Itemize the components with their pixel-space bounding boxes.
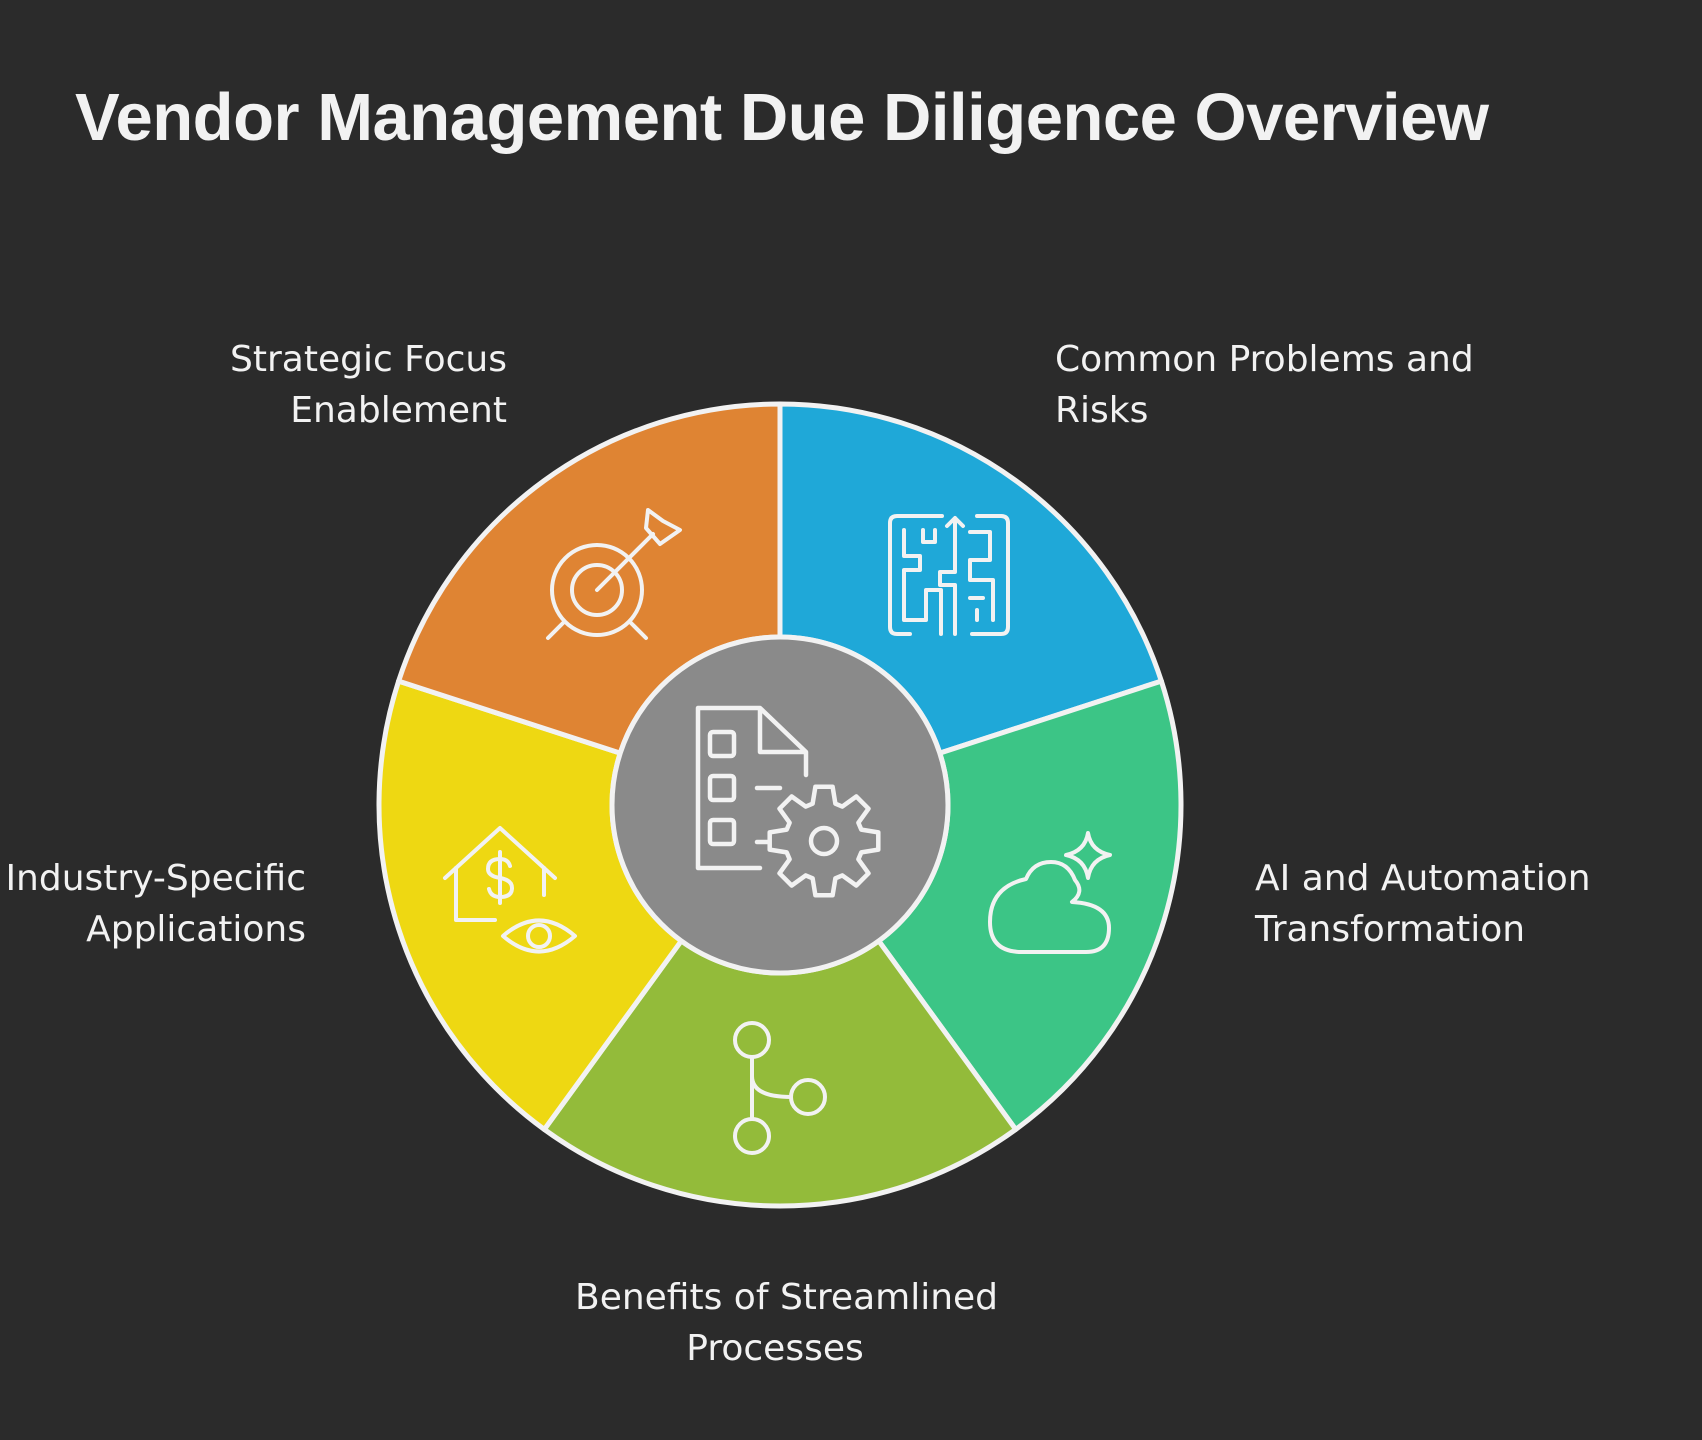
label-line: Benefits of Streamlined	[575, 1277, 999, 1318]
label-ai-automation: AI and Automation Transformation	[1255, 853, 1591, 955]
label-line: Enablement	[290, 390, 507, 431]
page-title: Vendor Management Due Diligence Overview	[75, 80, 1489, 155]
label-benefits: Benefits of Streamlined Processes	[575, 1272, 999, 1374]
house-dollar-eye-icon	[443, 826, 577, 954]
label-line: Common Problems and	[1055, 339, 1474, 380]
checklist-gear-icon	[695, 705, 881, 898]
center-hub	[609, 634, 951, 976]
cloud-sparkle-icon	[988, 831, 1112, 954]
label-line: AI and Automation	[1255, 858, 1591, 899]
label-line: Applications	[86, 909, 306, 950]
label-common-problems: Common Problems and Risks	[1055, 334, 1474, 436]
label-strategic-focus: Strategic Focus Enablement	[230, 334, 507, 436]
label-industry-specific: Industry-Specific Applications	[5, 853, 306, 955]
target-arrow-icon	[546, 508, 682, 640]
label-line: Risks	[1055, 390, 1149, 431]
gear-shape	[767, 784, 881, 898]
branch-icon	[733, 1021, 827, 1155]
label-line: Transformation	[1255, 909, 1526, 950]
maze-icon	[888, 514, 1010, 636]
label-line: Industry-Specific	[5, 858, 306, 899]
label-line: Strategic Focus	[230, 339, 507, 380]
label-line: Processes	[686, 1328, 864, 1369]
